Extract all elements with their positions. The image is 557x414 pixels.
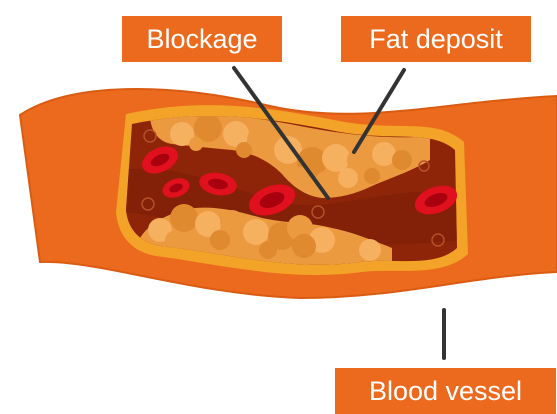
blockage-label: Blockage <box>122 16 282 62</box>
fat-deposit-label: Fat deposit <box>341 16 531 62</box>
blood-vessel-label: Blood vessel <box>335 368 556 414</box>
